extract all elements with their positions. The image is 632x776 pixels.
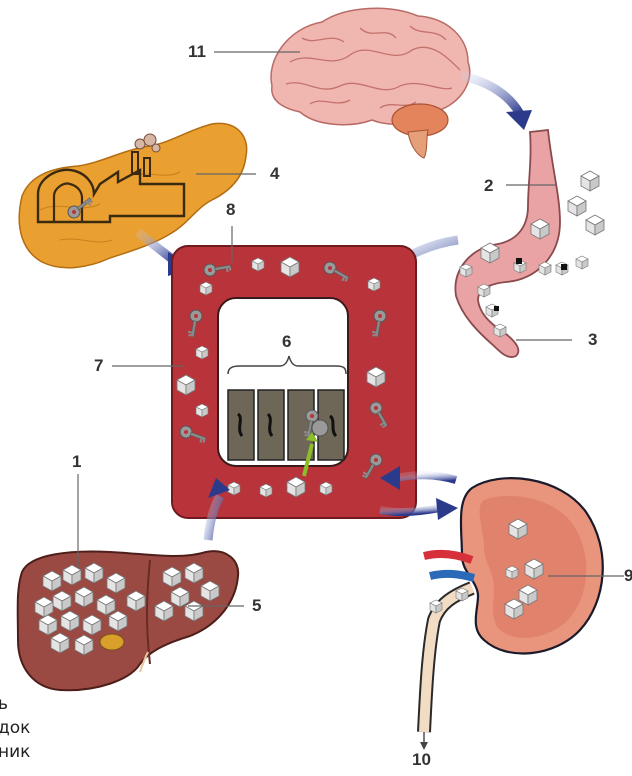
label-5: 5 bbox=[252, 596, 261, 616]
arrow-kidney-cell bbox=[396, 475, 456, 480]
label-7: 7 bbox=[94, 356, 103, 376]
edge-text-line-1: ь bbox=[0, 692, 30, 716]
label-9: 9 bbox=[624, 566, 632, 586]
kidney bbox=[420, 478, 603, 750]
label-10: 10 bbox=[412, 750, 431, 770]
stomach bbox=[455, 130, 604, 357]
label-8: 8 bbox=[226, 200, 235, 220]
arrow-brain-stomach bbox=[462, 76, 520, 114]
label-3: 3 bbox=[588, 330, 597, 350]
liver bbox=[18, 551, 239, 690]
cell bbox=[172, 246, 416, 518]
label-11: 11 bbox=[188, 42, 206, 62]
label-1: 1 bbox=[72, 452, 81, 472]
label-2: 2 bbox=[484, 176, 493, 196]
arrow-head-cell-kidney bbox=[436, 498, 458, 520]
arrow-cell-kidney bbox=[380, 508, 440, 512]
label-6: 6 bbox=[282, 332, 291, 352]
arrow-head-brain-stomach bbox=[506, 110, 532, 130]
edge-text: ь док ник bbox=[0, 692, 30, 764]
edge-text-line-3: ник bbox=[0, 740, 30, 764]
edge-text-line-2: док bbox=[0, 716, 30, 740]
label-4: 4 bbox=[270, 164, 279, 184]
brain bbox=[271, 8, 470, 158]
